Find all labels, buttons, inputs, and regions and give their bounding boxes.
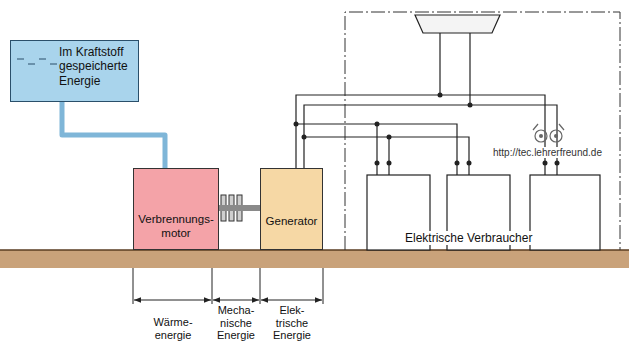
dimension-line [134,300,322,301]
ground [0,250,629,268]
label-text: http://tec.lehrerfreund.de [493,147,602,158]
energy-label: Wärme- energie [149,316,197,341]
label-text: Mecha- nische Energie [217,304,255,341]
node-text: Generator [266,215,318,229]
dimension-ticks [133,268,323,304]
pipe-outline [62,102,165,168]
lamp-symbol [415,15,500,33]
fuel-tank: Im Kraftstoff gespeicherte Energie [10,40,139,102]
label-text: Wärme- energie [153,316,192,341]
frame-line [345,12,620,250]
consumer-box [367,175,600,250]
watermark: http://tec.lehrerfreund.de [493,147,602,160]
fuel-pipe [62,102,165,168]
node-text: Im Kraftstoff gespeicherte Energie [59,45,132,88]
drive-shaft [219,205,260,211]
node-text: Verbrennungs- motor [136,213,216,241]
generator-box: Generator [260,168,323,250]
energy-label: Elek- trische Energie [266,304,318,342]
watermark-icon [533,124,564,142]
energy-label: Mecha- nische Energie [212,304,260,342]
watermark-icon-eyes [539,134,558,138]
label-text: Elek- trische Energie [273,304,311,341]
label-text: Elektrische Verbraucher [405,231,532,245]
engine-box: Verbrennungs- motor [133,168,219,250]
consumer-label: Elektrische Verbraucher [405,232,532,245]
